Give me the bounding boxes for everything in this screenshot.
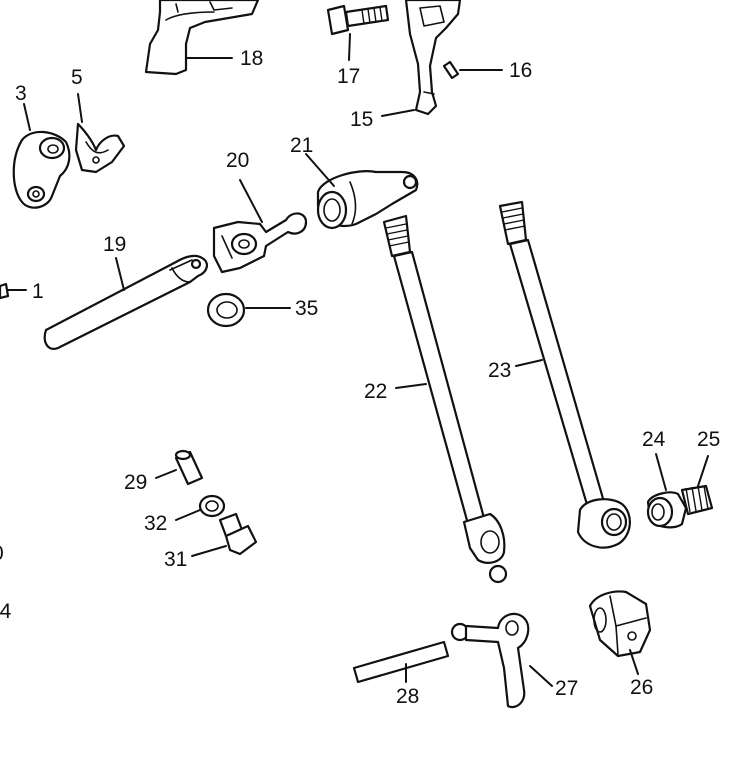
label-31: 31 [164, 548, 187, 571]
part-17-bolt: 17 [326, 4, 390, 88]
label-edge-34: 34 [0, 600, 12, 623]
part-3-plate: 3 [12, 82, 71, 209]
label-27: 27 [555, 677, 578, 700]
label-edge-0: 0 [0, 542, 4, 565]
label-16: 16 [509, 59, 532, 82]
edge-labels: 0 34 [0, 542, 12, 623]
label-1: 1 [32, 280, 44, 303]
part-18-bracket: 18 [144, 0, 263, 76]
label-20: 20 [226, 149, 249, 172]
label-25: 25 [697, 428, 720, 451]
part-25-spring: 25 [680, 428, 720, 516]
part-29-cylinder: 29 [124, 449, 204, 494]
label-22: 22 [364, 380, 387, 403]
part-23-selector-rod: 23 [488, 200, 631, 549]
label-3: 3 [15, 82, 27, 105]
label-26: 26 [630, 676, 653, 699]
label-24: 24 [642, 428, 666, 451]
label-21: 21 [290, 134, 313, 157]
part-35-washer: 35 [206, 292, 318, 328]
part-5-fork: 5 [71, 66, 126, 174]
part-1-pin: 1 [0, 280, 44, 303]
part-16-pin: 16 [442, 59, 532, 82]
part-27-lever-arm: 27 [450, 612, 578, 709]
label-28: 28 [396, 685, 419, 708]
part-20-universal-joint: 20 [212, 149, 308, 274]
label-5: 5 [71, 66, 83, 89]
label-17: 17 [337, 65, 360, 88]
part-28-pin-rod: 28 [352, 640, 450, 708]
part-15-lever: 15 [350, 0, 462, 131]
label-19: 19 [103, 233, 126, 256]
part-32-ring: 32 [144, 494, 226, 535]
part-22-selector-rod: 22 [364, 214, 508, 584]
part-19-shaft: 19 [43, 233, 208, 350]
label-15: 15 [350, 108, 373, 131]
label-18: 18 [240, 47, 263, 70]
label-29: 29 [124, 471, 147, 494]
part-24-plunger: 24 [642, 428, 688, 529]
label-23: 23 [488, 359, 511, 382]
label-32: 32 [144, 512, 167, 535]
part-31-plug-bolt: 31 [164, 512, 258, 571]
part-26-block: 26 [588, 590, 653, 699]
part-21-coupling: 21 [290, 134, 419, 230]
label-35: 35 [295, 297, 318, 320]
